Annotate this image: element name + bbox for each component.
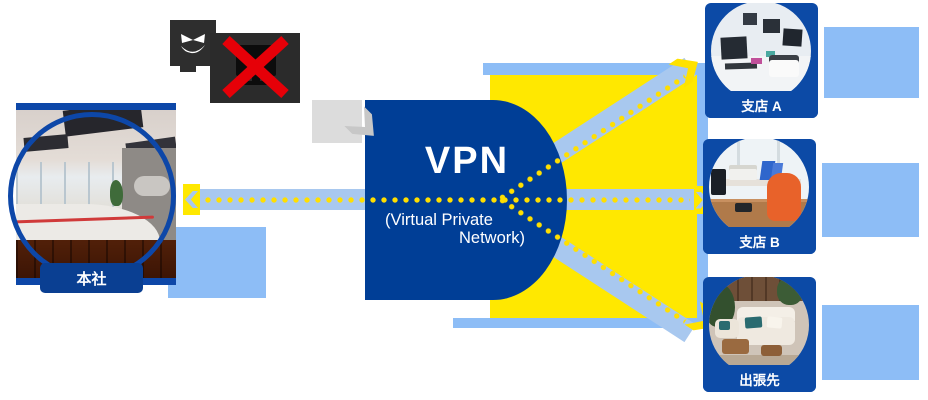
headquarters-photo-ring: [8, 112, 176, 280]
window-frame: [777, 139, 780, 182]
note-rect-business-trip: [822, 305, 919, 380]
monitor: [763, 19, 780, 33]
teal-pillow: [719, 321, 730, 330]
chevron-left-icon: [185, 191, 198, 208]
hacker-face-icon: [170, 20, 216, 66]
branch-a-photo: [711, 3, 811, 101]
pillow: [766, 316, 783, 329]
card-business-trip: 出張先: [703, 277, 816, 392]
note-rect-branch-a: [824, 27, 919, 98]
branch-b-photo: [709, 139, 809, 237]
desk-item: [751, 58, 762, 64]
note-rect-headquarters: [168, 227, 266, 298]
blocked-path: [312, 100, 362, 143]
business-trip-label-text: 出張先: [739, 372, 780, 388]
vpn-subtitle-line1: (Virtual Private: [385, 211, 493, 229]
note-rect-branch-b: [822, 163, 919, 237]
secure-zone-strip-top: [483, 63, 708, 75]
headquarters-bar-top: [16, 103, 176, 110]
branch-a-label: 支店 A: [705, 91, 818, 118]
shelf: [715, 179, 801, 186]
orange-chair: [767, 173, 801, 221]
branch-b-label: 支店 B: [703, 227, 816, 254]
vpn-title: VPN: [424, 140, 510, 182]
vpn-subtitle-line2: Network): [458, 229, 525, 247]
vpn-subtitle: (Virtual Private Network): [385, 211, 525, 247]
monitor: [782, 28, 803, 47]
desk-item: [766, 51, 775, 57]
card-branch-b: 支店 B: [703, 139, 816, 254]
table: [722, 339, 749, 354]
monitor: [743, 13, 757, 25]
arrow-tip-headquarters-icon: [183, 184, 200, 215]
secure-zone-strip-bottom: [453, 318, 708, 328]
blocked-x-glyph: [222, 35, 289, 99]
window-frame: [737, 139, 740, 182]
business-trip-photo: [709, 277, 809, 375]
headquarters-label-text: 本社: [76, 270, 107, 288]
business-trip-label: 出張先: [703, 365, 816, 392]
printer: [729, 165, 757, 180]
monitor: [720, 36, 748, 60]
dotted-line-horizontal: [205, 197, 690, 203]
headquarters-label: 本社: [40, 263, 143, 293]
card-branch-a: 支店 A: [705, 3, 818, 118]
branch-b-label-text: 支店 B: [739, 234, 780, 250]
phone: [735, 203, 752, 212]
table: [761, 345, 782, 356]
teal-pillow: [744, 316, 763, 329]
printer: [769, 55, 799, 77]
hacker-face-glyph: [181, 34, 205, 54]
hacker-body: [180, 62, 196, 72]
plant: [777, 277, 803, 305]
computer-blocked-x-icon: [210, 33, 300, 103]
branch-a-label-text: 支店 A: [741, 98, 782, 114]
monitor: [711, 169, 726, 195]
